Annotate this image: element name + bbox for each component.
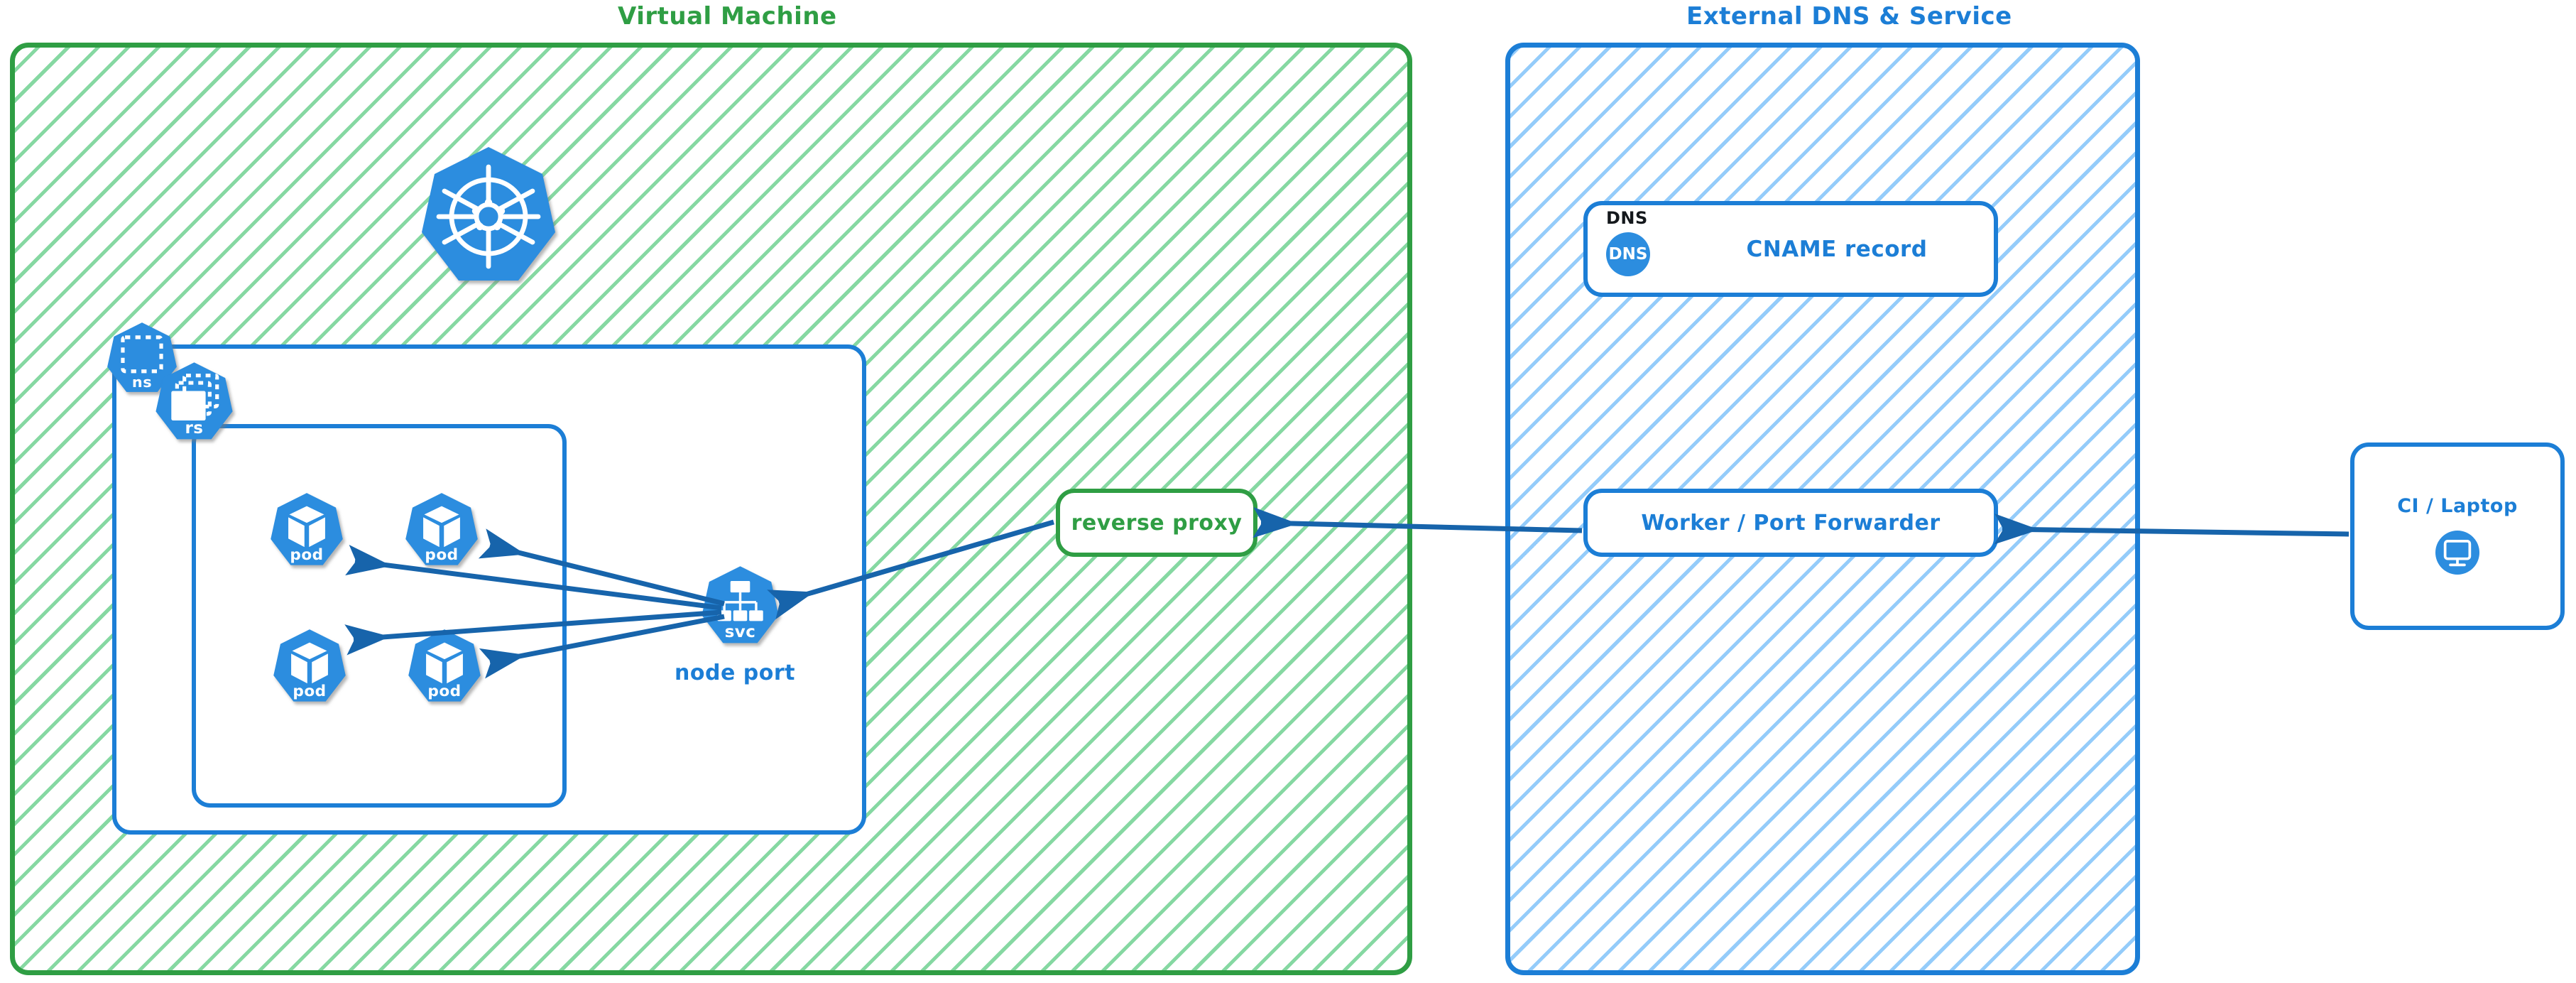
worker-port-forwarder-label: Worker / Port Forwarder xyxy=(1641,510,1941,536)
kubernetes-logo-icon xyxy=(417,144,560,286)
worker-port-forwarder-box[interactable]: Worker / Port Forwarder xyxy=(1583,489,1998,557)
virtual-machine-zone-title: Virtual Machine xyxy=(618,2,837,31)
ci-laptop-label: CI / Laptop xyxy=(2397,495,2518,517)
reverse-proxy-label: reverse proxy xyxy=(1071,510,1243,536)
desktop-monitor-icon xyxy=(2435,531,2479,575)
replicaset-badge-icon[interactable]: rs xyxy=(153,361,235,442)
service-badge-icon[interactable]: svc xyxy=(699,565,781,646)
dns-card[interactable]: DNS DNS CNAME record xyxy=(1583,201,1998,297)
ci-laptop-box[interactable]: CI / Laptop xyxy=(2350,442,2565,630)
pod-badge-icon[interactable]: pod xyxy=(268,492,345,568)
reverse-proxy-box[interactable]: reverse proxy xyxy=(1056,489,1257,557)
replicaset-container[interactable] xyxy=(192,424,567,808)
cname-record-label: CNAME record xyxy=(1746,236,1928,262)
dns-card-kicker: DNS xyxy=(1606,208,1648,228)
dns-circle-icon: DNS xyxy=(1606,232,1650,276)
pod-badge-icon[interactable]: pod xyxy=(271,628,348,705)
pod-badge-icon[interactable]: pod xyxy=(403,492,480,568)
external-dns-service-zone-title: External DNS & Service xyxy=(1686,2,2012,31)
pod-badge-icon[interactable]: pod xyxy=(406,628,483,705)
node-port-caption: node port xyxy=(675,661,795,685)
